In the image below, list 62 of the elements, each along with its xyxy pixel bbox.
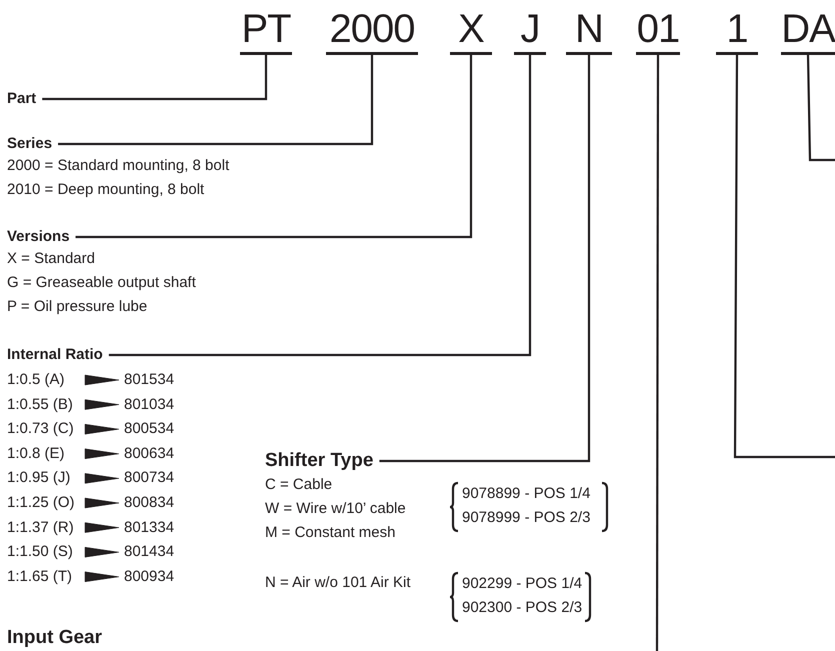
option-text: X = Standard bbox=[7, 249, 95, 269]
code-segment: PT bbox=[240, 7, 292, 55]
arrow bbox=[84, 473, 120, 484]
ratio-text: 1:0.8 (E) bbox=[7, 444, 83, 464]
ratio-text: 1:0.5 (A) bbox=[7, 370, 83, 390]
code-segment: 1 bbox=[716, 7, 758, 55]
arrow bbox=[84, 522, 120, 533]
leader-line bbox=[734, 55, 835, 458]
code-segment: J bbox=[514, 7, 546, 55]
kit-number: 9078899 - POS 1/4 bbox=[462, 484, 590, 504]
arrow bbox=[84, 498, 120, 508]
option-text: W = Wire w/10’ cable bbox=[265, 499, 406, 519]
option-text: 2010 = Deep mounting, 8 bolt bbox=[7, 180, 204, 200]
kit-number: 902299 - POS 1/4 bbox=[462, 574, 582, 594]
leader-line bbox=[76, 55, 472, 238]
part-number: 800634 bbox=[124, 444, 174, 464]
part-number: 800934 bbox=[124, 566, 174, 587]
arrow bbox=[84, 399, 120, 410]
section-heading: Series bbox=[7, 134, 52, 154]
part-number: 801334 bbox=[124, 518, 174, 538]
kit-number: 9078999 - POS 2/3 bbox=[462, 508, 590, 528]
arrow bbox=[84, 374, 120, 386]
part-number: 801434 bbox=[124, 542, 174, 562]
ratio-text: 1:1.50 (S) bbox=[7, 542, 83, 562]
section-heading: Part bbox=[7, 89, 36, 109]
ratio-text: 1:1.65 (T) bbox=[7, 566, 83, 587]
code-segment: DA bbox=[781, 7, 835, 55]
leader-line bbox=[108, 55, 532, 356]
code-segment: N bbox=[566, 7, 612, 55]
kit-number: 902300 - POS 2/3 bbox=[462, 598, 582, 618]
arrow bbox=[84, 546, 120, 558]
ratio-text: 1:0.55 (B) bbox=[7, 394, 83, 415]
option-text: N = Air w/o 101 Air Kit bbox=[265, 573, 410, 593]
code-segment: 2000 bbox=[326, 7, 418, 55]
ratio-text: 1:0.73 (C) bbox=[7, 419, 83, 440]
section-heading: Input Gear bbox=[7, 626, 102, 650]
code-segment: X bbox=[450, 7, 492, 55]
part-number: 801034 bbox=[124, 394, 174, 415]
code-segment: 01 bbox=[636, 7, 680, 55]
section-heading: Versions bbox=[7, 227, 70, 247]
section-heading: Shifter Type bbox=[265, 449, 374, 473]
option-text: 2000 = Standard mounting, 8 bolt bbox=[7, 156, 230, 176]
leader-line bbox=[806, 54, 835, 162]
option-text: C = Cable bbox=[265, 475, 332, 495]
leader-line bbox=[42, 55, 268, 100]
option-text: M = Constant mesh bbox=[265, 523, 396, 543]
leader-line bbox=[656, 55, 660, 651]
arrow bbox=[84, 572, 120, 582]
part-number: 801534 bbox=[124, 370, 174, 390]
option-text: G = Greaseable output shaft bbox=[7, 273, 196, 293]
arrow bbox=[84, 448, 120, 460]
part-number: 800834 bbox=[124, 493, 174, 513]
part-number: 800734 bbox=[124, 468, 174, 488]
section-heading: Internal Ratio bbox=[7, 345, 103, 365]
part-number: 800534 bbox=[124, 419, 174, 440]
ratio-text: 1:1.25 (O) bbox=[7, 493, 83, 513]
ratio-text: 1:1.37 (R) bbox=[7, 518, 83, 538]
arrow bbox=[84, 424, 120, 434]
leader-line bbox=[379, 55, 590, 462]
leader-line bbox=[58, 55, 374, 146]
ratio-text: 1:0.95 (J) bbox=[7, 468, 83, 488]
option-text: P = Oil pressure lube bbox=[7, 297, 148, 317]
